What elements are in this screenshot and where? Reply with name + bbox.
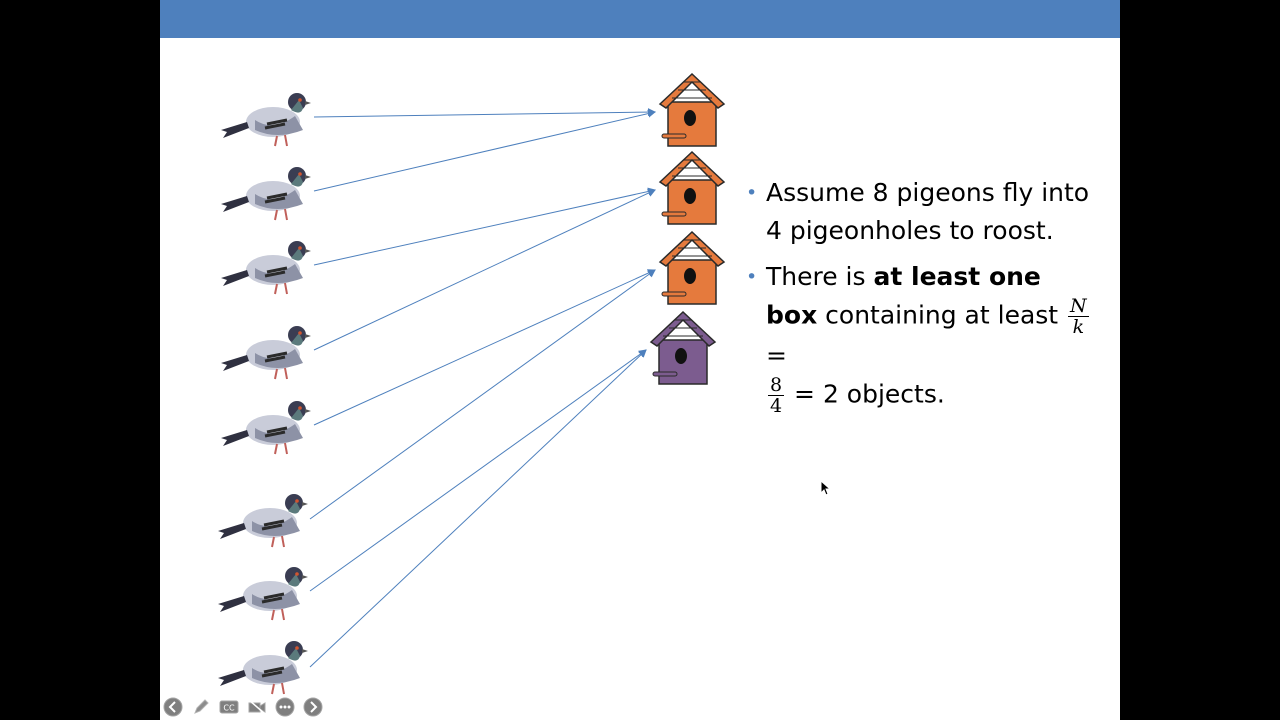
bullet-item: • Assume 8 pigeons fly into 4 pigeonhole… xyxy=(746,174,1096,250)
arrow-pigeon-5 xyxy=(313,269,656,426)
more-icon[interactable] xyxy=(274,696,296,718)
arrow-pigeon-1 xyxy=(313,108,656,118)
arrow-pigeon-6 xyxy=(309,269,656,520)
pigeon-image xyxy=(216,492,310,549)
arrow-left-icon[interactable] xyxy=(162,696,184,718)
birdhouse-image xyxy=(659,231,725,305)
pigeonhole-illustration xyxy=(216,73,725,696)
pigeon-image xyxy=(219,239,313,296)
birdhouse-image xyxy=(659,151,725,225)
birdhouse-image xyxy=(650,311,716,385)
pigeon-image xyxy=(216,565,310,622)
birdhouse-image xyxy=(659,73,725,147)
pigeon-image xyxy=(219,91,313,148)
bullet-text-bold: at least one box xyxy=(766,262,1041,330)
mouse-cursor-icon xyxy=(820,480,832,496)
pen-icon[interactable] xyxy=(190,696,212,718)
bullet-text-mid: containing at least xyxy=(817,300,1067,330)
arrow-pigeon-4 xyxy=(313,189,656,351)
arrow-pigeon-3 xyxy=(313,187,656,266)
pigeon-image xyxy=(219,165,313,222)
arrow-right-icon[interactable] xyxy=(302,696,324,718)
birdhouses xyxy=(650,73,725,385)
bullet-marker: • xyxy=(746,182,758,204)
pigeon-image xyxy=(219,399,313,456)
arrow-lines xyxy=(309,108,656,668)
pigeon-image xyxy=(216,639,310,696)
slide-title-bar xyxy=(160,0,1120,38)
fraction-denominator: k xyxy=(1072,316,1085,338)
video-off-icon[interactable] xyxy=(246,696,268,718)
bullet-text-pre: There is xyxy=(766,262,874,291)
bullet-item: • There is at least one box containing a… xyxy=(746,258,1096,416)
arrow-pigeon-8 xyxy=(309,349,647,668)
fraction-denominator: 4 xyxy=(770,395,783,417)
arrow-pigeon-7 xyxy=(309,349,647,592)
pigeon-image xyxy=(219,324,313,381)
slide: • Assume 8 pigeons fly into 4 pigeonhole… xyxy=(160,0,1120,720)
bullet-list: • Assume 8 pigeons fly into 4 pigeonhole… xyxy=(746,174,1096,424)
fraction-numerator: 8 xyxy=(768,374,785,396)
bullet-text: Assume 8 pigeons fly into 4 pigeonholes … xyxy=(766,178,1090,245)
bullet-text-end: = 2 objects. xyxy=(794,379,945,409)
presentation-controls: CC xyxy=(162,696,324,718)
svg-text:CC: CC xyxy=(223,704,235,713)
bullet-marker: • xyxy=(746,266,758,288)
equals-sign: = xyxy=(766,341,787,370)
pigeons xyxy=(216,91,313,696)
arrow-pigeon-2 xyxy=(313,109,656,192)
fraction-numerator: N xyxy=(1068,295,1089,317)
cc-icon[interactable]: CC xyxy=(218,696,240,718)
